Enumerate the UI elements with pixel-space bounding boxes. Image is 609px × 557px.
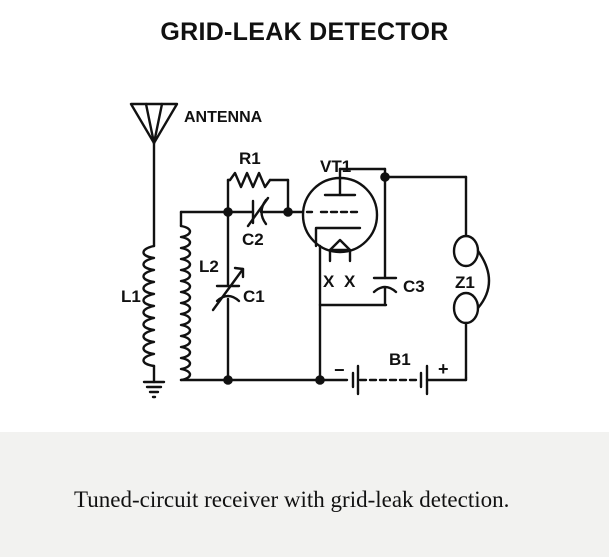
antenna-symbol xyxy=(129,102,179,248)
headphones-z1 xyxy=(452,234,491,380)
label-c1: C1 xyxy=(243,287,265,306)
battery-b1 xyxy=(318,364,468,396)
figure-caption: Tuned-circuit receiver with grid-leak de… xyxy=(74,487,510,512)
label-c2: C2 xyxy=(242,230,264,249)
resistor-r1 xyxy=(226,171,290,214)
label-minus: − xyxy=(334,360,345,380)
label-r1: R1 xyxy=(239,149,261,168)
headphone-lead xyxy=(383,175,468,238)
coil-l2 xyxy=(179,210,230,382)
capacitor-c1 xyxy=(211,266,245,312)
capacitor-c2 xyxy=(226,196,305,228)
diagram-title: GRID-LEAK DETECTOR xyxy=(160,18,449,46)
diagram-panel xyxy=(0,0,609,432)
tube-vt1 xyxy=(301,167,387,263)
label-b1: B1 xyxy=(389,350,411,369)
label-l2: L2 xyxy=(199,257,219,276)
label-antenna: ANTENNA xyxy=(184,109,263,126)
tank-rail xyxy=(223,178,325,385)
capacitor-c3 xyxy=(372,167,398,307)
filament-label-2: X xyxy=(344,272,356,291)
coil-l1 xyxy=(142,244,156,384)
label-vt1: VT1 xyxy=(320,157,351,176)
filament-label-1: X xyxy=(323,272,335,291)
cathode-return xyxy=(318,244,388,382)
label-z1: Z1 xyxy=(455,273,475,292)
label-l1: L1 xyxy=(121,287,141,306)
caption-panel xyxy=(0,432,609,557)
label-plus: + xyxy=(438,359,449,379)
ground-symbol xyxy=(142,380,166,399)
label-c3: C3 xyxy=(403,277,425,296)
schematic: X X xyxy=(121,102,491,399)
